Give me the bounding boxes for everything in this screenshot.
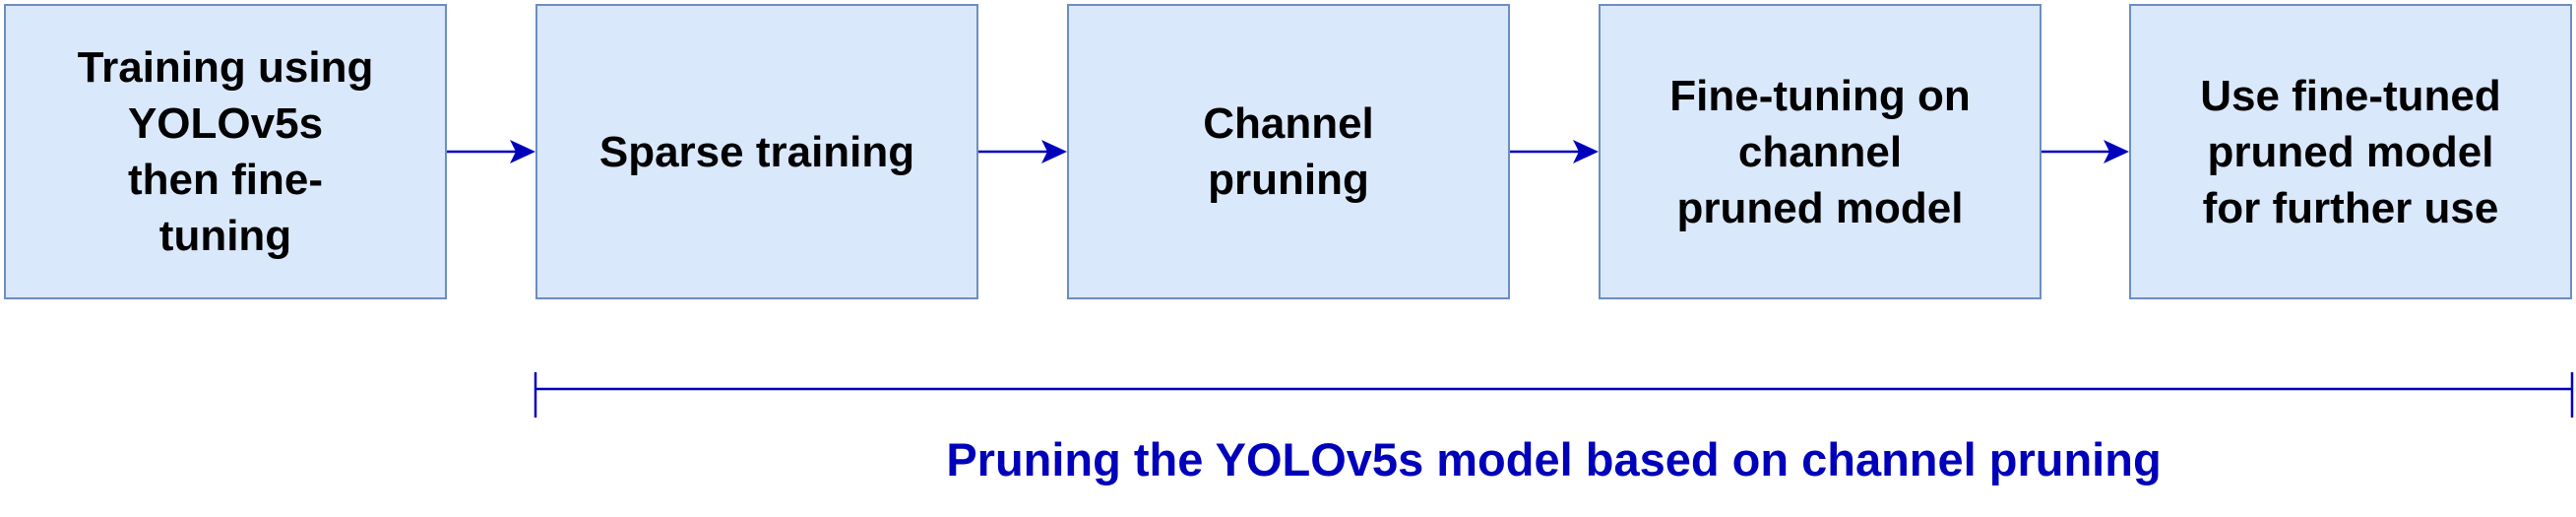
step-label-further-use: Use fine-tuned pruned model for further … <box>2200 71 2501 232</box>
step-box-further-use: Use fine-tuned pruned model for further … <box>2129 4 2572 299</box>
step-label-fine-tuning: Fine-tuning on channel pruned model <box>1669 71 1971 232</box>
step-label-training: Training using YOLOv5s then fine- tuning <box>77 43 374 260</box>
step-box-sparse-training: Sparse training <box>535 4 978 299</box>
step-label-sparse-training: Sparse training <box>598 127 915 176</box>
bracket-caption: Pruning the YOLOv5s model based on chann… <box>946 433 2162 485</box>
arrow-2-to-3 <box>978 140 1067 163</box>
step-box-fine-tuning: Fine-tuning on channel pruned model <box>1599 4 2042 299</box>
step-label-channel-pruning: Channel pruning <box>1203 99 1374 204</box>
step-box-channel-pruning: Channel pruning <box>1067 4 1510 299</box>
step-box-training: Training using YOLOv5s then fine- tuning <box>4 4 447 299</box>
arrow-4-to-5 <box>2042 140 2129 163</box>
arrow-1-to-2 <box>447 140 535 163</box>
arrow-3-to-4 <box>1510 140 1599 163</box>
range-bracket <box>534 372 2574 418</box>
